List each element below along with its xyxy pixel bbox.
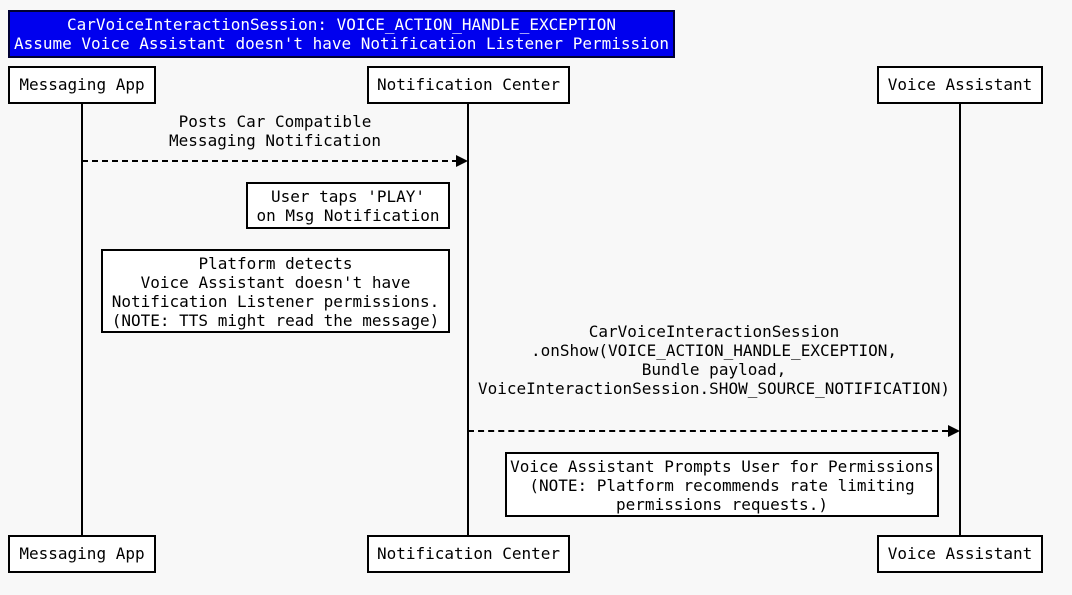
participant-bottom-messaging-app: Messaging App [8,535,156,573]
message-2-arrow-line [468,430,948,432]
message-2-line-2: .onShow(VOICE_ACTION_HANDLE_EXCEPTION, [530,341,898,360]
participant-label: Notification Center [376,544,561,563]
participant-top-voice-assistant: Voice Assistant [877,66,1043,104]
message-1-line-2: Messaging Notification [169,131,381,150]
message-2-arrowhead-icon [948,425,960,437]
note-1-line-1: User taps 'PLAY' [270,187,426,206]
participant-label: Voice Assistant [887,544,1033,563]
message-1-arrowhead-icon [456,155,468,167]
note-2-line-3: Notification Listener permissions. [111,292,440,311]
message-2-label: CarVoiceInteractionSession .onShow(VOICE… [468,322,960,398]
diagram-title-line-2: Assume Voice Assistant doesn't have Noti… [13,34,670,53]
message-2-line-1: CarVoiceInteractionSession [588,322,840,341]
participant-label: Notification Center [376,75,561,94]
message-2-line-4: VoiceInteractionSession.SHOW_SOURCE_NOTI… [477,379,950,398]
note-3-line-3: permissions requests.) [616,495,828,514]
message-1-label: Posts Car Compatible Messaging Notificat… [82,112,468,150]
participant-top-messaging-app: Messaging App [8,66,156,104]
lifeline-notification-center [467,104,469,535]
lifeline-messaging-app [81,104,83,535]
message-2-line-3: Bundle payload, [641,360,787,379]
diagram-title-box: CarVoiceInteractionSession: VOICE_ACTION… [8,10,675,58]
participant-label: Messaging App [19,75,145,94]
note-1-line-2: on Msg Notification [256,206,440,225]
participant-top-notification-center: Notification Center [367,66,570,104]
message-1-line-1: Posts Car Compatible [178,112,372,131]
participant-bottom-voice-assistant: Voice Assistant [877,535,1043,573]
note-platform-detects: Platform detects Voice Assistant doesn't… [101,249,450,333]
participant-label: Voice Assistant [887,75,1033,94]
note-voice-assistant-prompts: Voice Assistant Prompts User for Permiss… [505,452,939,517]
note-2-line-4: (NOTE: TTS might read the message) [111,311,440,330]
lifeline-voice-assistant [959,104,961,535]
note-2-line-2: Voice Assistant doesn't have [140,273,411,292]
note-3-line-2: (NOTE: Platform recommends rate limiting [529,476,915,495]
participant-bottom-notification-center: Notification Center [367,535,570,573]
note-user-taps-play: User taps 'PLAY' on Msg Notification [246,182,450,229]
message-1-arrow-line [82,160,458,162]
note-2-line-1: Platform detects [198,254,353,273]
note-3-line-1: Voice Assistant Prompts User for Permiss… [510,457,934,476]
participant-label: Messaging App [19,544,145,563]
diagram-title-line-1: CarVoiceInteractionSession: VOICE_ACTION… [66,15,617,34]
